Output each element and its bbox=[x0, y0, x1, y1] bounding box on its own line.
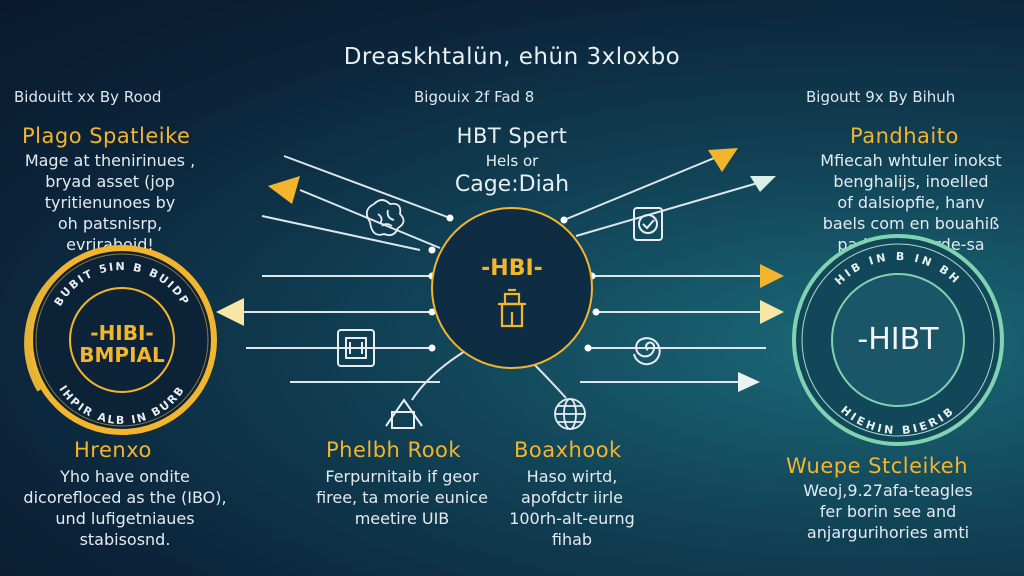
connector-line bbox=[563, 153, 725, 221]
right-seal: HIB IN B IN BH HIEHIN BIERIB bbox=[792, 234, 1004, 446]
connector-line bbox=[283, 155, 451, 219]
shield-check-icon bbox=[633, 207, 663, 241]
left-seal-arc bbox=[24, 275, 57, 392]
globe-icon bbox=[554, 398, 586, 430]
right-seal-core bbox=[831, 273, 965, 407]
center-right-bottom-line: apofdctr iirle bbox=[520, 488, 624, 507]
right-bottom-line: anjargurihories amti bbox=[806, 523, 970, 542]
left-arrow-icon bbox=[216, 298, 244, 326]
left-block-line: bryad asset (jop bbox=[45, 172, 175, 191]
right-column-header: Bigoutt 9x By Bihuh bbox=[806, 88, 956, 106]
connector-line bbox=[575, 179, 769, 237]
center-hub-label: -HBI- bbox=[481, 256, 543, 281]
center-hub-ring bbox=[431, 207, 593, 369]
connector-dots bbox=[428, 214, 600, 352]
right-arrow-icon bbox=[760, 264, 784, 288]
connector-dot bbox=[428, 308, 436, 316]
center-right-bottom-text: Haso wirtd, apofdctr iirle 100rh-alt-eur… bbox=[496, 466, 648, 550]
connector-dot bbox=[560, 216, 568, 224]
right-arrow-icon bbox=[738, 372, 760, 392]
connector-dot bbox=[446, 214, 454, 222]
castle-tower-icon bbox=[498, 288, 526, 328]
right-arrow-icon bbox=[760, 300, 784, 324]
left-bottom-heading: Hrenxo bbox=[74, 438, 152, 462]
right-block-line: Mfiecah whtuler inokst bbox=[820, 151, 1002, 170]
center-top-label: Cage:Diah bbox=[454, 172, 570, 197]
left-seal: BUBIT 5IN B BUIDP IHPIR ALB IN BURB bbox=[24, 245, 217, 435]
center-top-heading: HBT Spert bbox=[456, 124, 568, 148]
left-block-line: tyritienunoes by bbox=[44, 193, 176, 212]
spiral-icon bbox=[633, 337, 661, 366]
left-block-line: Mage at thenirinues , bbox=[24, 151, 196, 170]
connector-line bbox=[299, 189, 441, 249]
center-right-bottom-line: fihab bbox=[551, 530, 593, 549]
left-seal-label-top: -HIBI- bbox=[90, 321, 154, 345]
center-top-sub: Hels or bbox=[485, 152, 539, 170]
connector-line bbox=[261, 215, 421, 251]
center-right-bottom-line: 100rh-alt-eurng bbox=[509, 509, 635, 528]
left-column-header: Bidouitt xx By Rood bbox=[14, 88, 162, 106]
right-bottom-line: Weoj,9.27afa-teagles bbox=[803, 481, 973, 500]
right-block-line: baels com en bouahiß bbox=[822, 214, 1000, 233]
left-seal-core bbox=[69, 287, 175, 393]
right-block-line: benghalijs, inoelled bbox=[833, 172, 989, 191]
right-seal-inner-ring bbox=[801, 243, 995, 437]
left-seal-label-bottom: BMPIAL bbox=[79, 343, 165, 367]
left-bottom-line: dicorefloced as the (IBO), bbox=[23, 488, 227, 507]
left-block-line: oh patsnisrp, bbox=[57, 214, 163, 233]
right-arrow-icon bbox=[708, 148, 738, 172]
left-seal-inner-ring bbox=[35, 253, 209, 427]
house-icon bbox=[385, 398, 423, 429]
center-left-bottom-heading: Phelbh Rook bbox=[326, 438, 462, 462]
center-left-bottom-line: Ferpurnitaib if geor bbox=[325, 467, 479, 486]
left-block-heading: Plago Spatleike bbox=[22, 124, 191, 148]
right-arrow-icon bbox=[750, 176, 776, 192]
center-column-header: Bigouix 2f Fad 8 bbox=[414, 88, 535, 106]
connector-lines bbox=[240, 153, 776, 401]
connector-dot bbox=[428, 246, 436, 254]
center-top-block: HBT Spert Hels or Cage:Diah bbox=[412, 124, 612, 197]
right-seal-label: -HIBT bbox=[857, 322, 939, 357]
left-bottom-line: Yho have ondite bbox=[60, 467, 190, 486]
right-bottom-line: fer borin see and bbox=[819, 502, 957, 521]
center-hub bbox=[431, 207, 593, 369]
center-left-bottom-line: meetire UIB bbox=[354, 509, 450, 528]
left-bottom-line: und lufigetniaues bbox=[55, 509, 195, 528]
center-right-bottom-line: Haso wirtd, bbox=[526, 467, 618, 486]
left-block-text: Mage at thenirinues , bryad asset (jop t… bbox=[10, 150, 210, 255]
brain-icon bbox=[365, 199, 405, 237]
right-bottom-heading: Wuepe Stcleikeh bbox=[786, 454, 969, 478]
left-seal-label: -HIBI- BMPIAL bbox=[72, 322, 172, 366]
arrowheads bbox=[216, 148, 784, 392]
center-left-bottom-text: Ferpurnitaib if geor firee, ta morie eun… bbox=[316, 466, 488, 529]
right-bottom-text: Weoj,9.27afa-teagles fer borin see and a… bbox=[790, 480, 986, 543]
center-left-bottom-line: firee, ta morie eunice bbox=[316, 488, 488, 507]
chip-icon bbox=[337, 329, 375, 367]
left-bottom-text: Yho have ondite dicorefloced as the (IBO… bbox=[12, 466, 238, 550]
left-bottom-line: stabisosnd. bbox=[79, 530, 171, 549]
connector-dot bbox=[428, 344, 436, 352]
right-block-heading: Pandhaito bbox=[850, 124, 959, 148]
left-arrow-icon bbox=[268, 176, 300, 204]
page-title: Dreaskhtalün, ehün 3xloxbo bbox=[343, 44, 681, 70]
connector-dot bbox=[584, 344, 592, 352]
connector-line bbox=[411, 347, 471, 401]
connector-dot bbox=[592, 308, 600, 316]
right-block-line: of dalsiopfie, hanv bbox=[837, 193, 985, 212]
center-right-bottom-heading: Boaxhook bbox=[514, 438, 622, 462]
